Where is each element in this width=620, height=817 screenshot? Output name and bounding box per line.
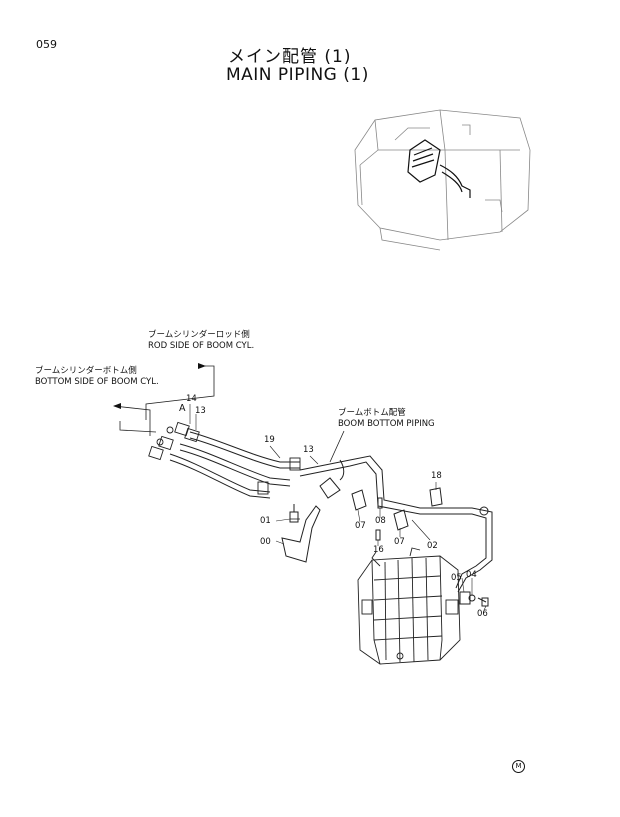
part-number-13-upper: 13 <box>195 406 206 416</box>
page-title-english: MAIN PIPING (1) <box>226 65 369 85</box>
fitting-cluster <box>148 421 301 495</box>
part-number-02: 02 <box>427 541 438 551</box>
clamps <box>351 487 443 541</box>
part-number-08: 08 <box>375 516 386 526</box>
part-number-05: 05 <box>451 573 462 583</box>
part-number-13-pipe: 13 <box>303 445 314 455</box>
corner-mark-circle: M <box>512 760 525 773</box>
part-number-16: 16 <box>373 545 384 555</box>
part-number-06: 06 <box>477 609 488 619</box>
part-number-14: 14 <box>186 394 197 404</box>
callout-bottom-side-jp: ブームシリンダーボトム側 <box>35 366 137 376</box>
page-number: 059 <box>36 38 57 51</box>
view-a-label: A <box>179 403 186 414</box>
fitting-05 <box>459 591 489 607</box>
callout-boom-bottom-piping-en: BOOM BOTTOM PIPING <box>338 419 435 429</box>
part-number-07-left: 07 <box>355 521 366 531</box>
part-number-01: 01 <box>260 516 271 526</box>
arrow-bottom-side <box>113 403 121 409</box>
boom-bottom-pipe <box>299 455 493 593</box>
callout-rod-side-jp: ブームシリンダーロッド側 <box>148 330 250 340</box>
part-number-04: 04 <box>466 570 477 580</box>
bracket-00 <box>281 504 321 563</box>
machine-overview-illustration <box>354 109 531 251</box>
hose-lower <box>169 453 271 499</box>
callout-bottom-side-en: BOTTOM SIDE OF BOOM CYL. <box>35 377 159 387</box>
part-number-07-right: 07 <box>394 537 405 547</box>
callout-boom-bottom-piping-jp: ブームボトム配管 <box>338 408 406 418</box>
callout-rod-side-en: ROD SIDE OF BOOM CYL. <box>148 341 255 351</box>
part-number-18: 18 <box>431 471 442 481</box>
page-title-japanese: メイン配管 (1) <box>228 47 352 67</box>
control-valve-assembly <box>357 547 461 665</box>
part-leaders <box>189 404 487 611</box>
callout-rod-side: ブームシリンダーロッド側 ROD SIDE OF BOOM CYL. <box>148 330 254 352</box>
callout-bottom-side: ブームシリンダーボトム側 BOTTOM SIDE OF BOOM CYL. <box>35 366 159 388</box>
part-number-19: 19 <box>264 435 275 445</box>
callout-boom-bottom-piping: ブームボトム配管 BOOM BOTTOM PIPING <box>338 408 435 430</box>
hose-19 <box>179 431 300 487</box>
arrow-rod-side <box>198 363 206 369</box>
highlighted-valve-block <box>407 139 471 198</box>
part-number-00: 00 <box>260 537 271 547</box>
leader-lines <box>113 365 345 520</box>
